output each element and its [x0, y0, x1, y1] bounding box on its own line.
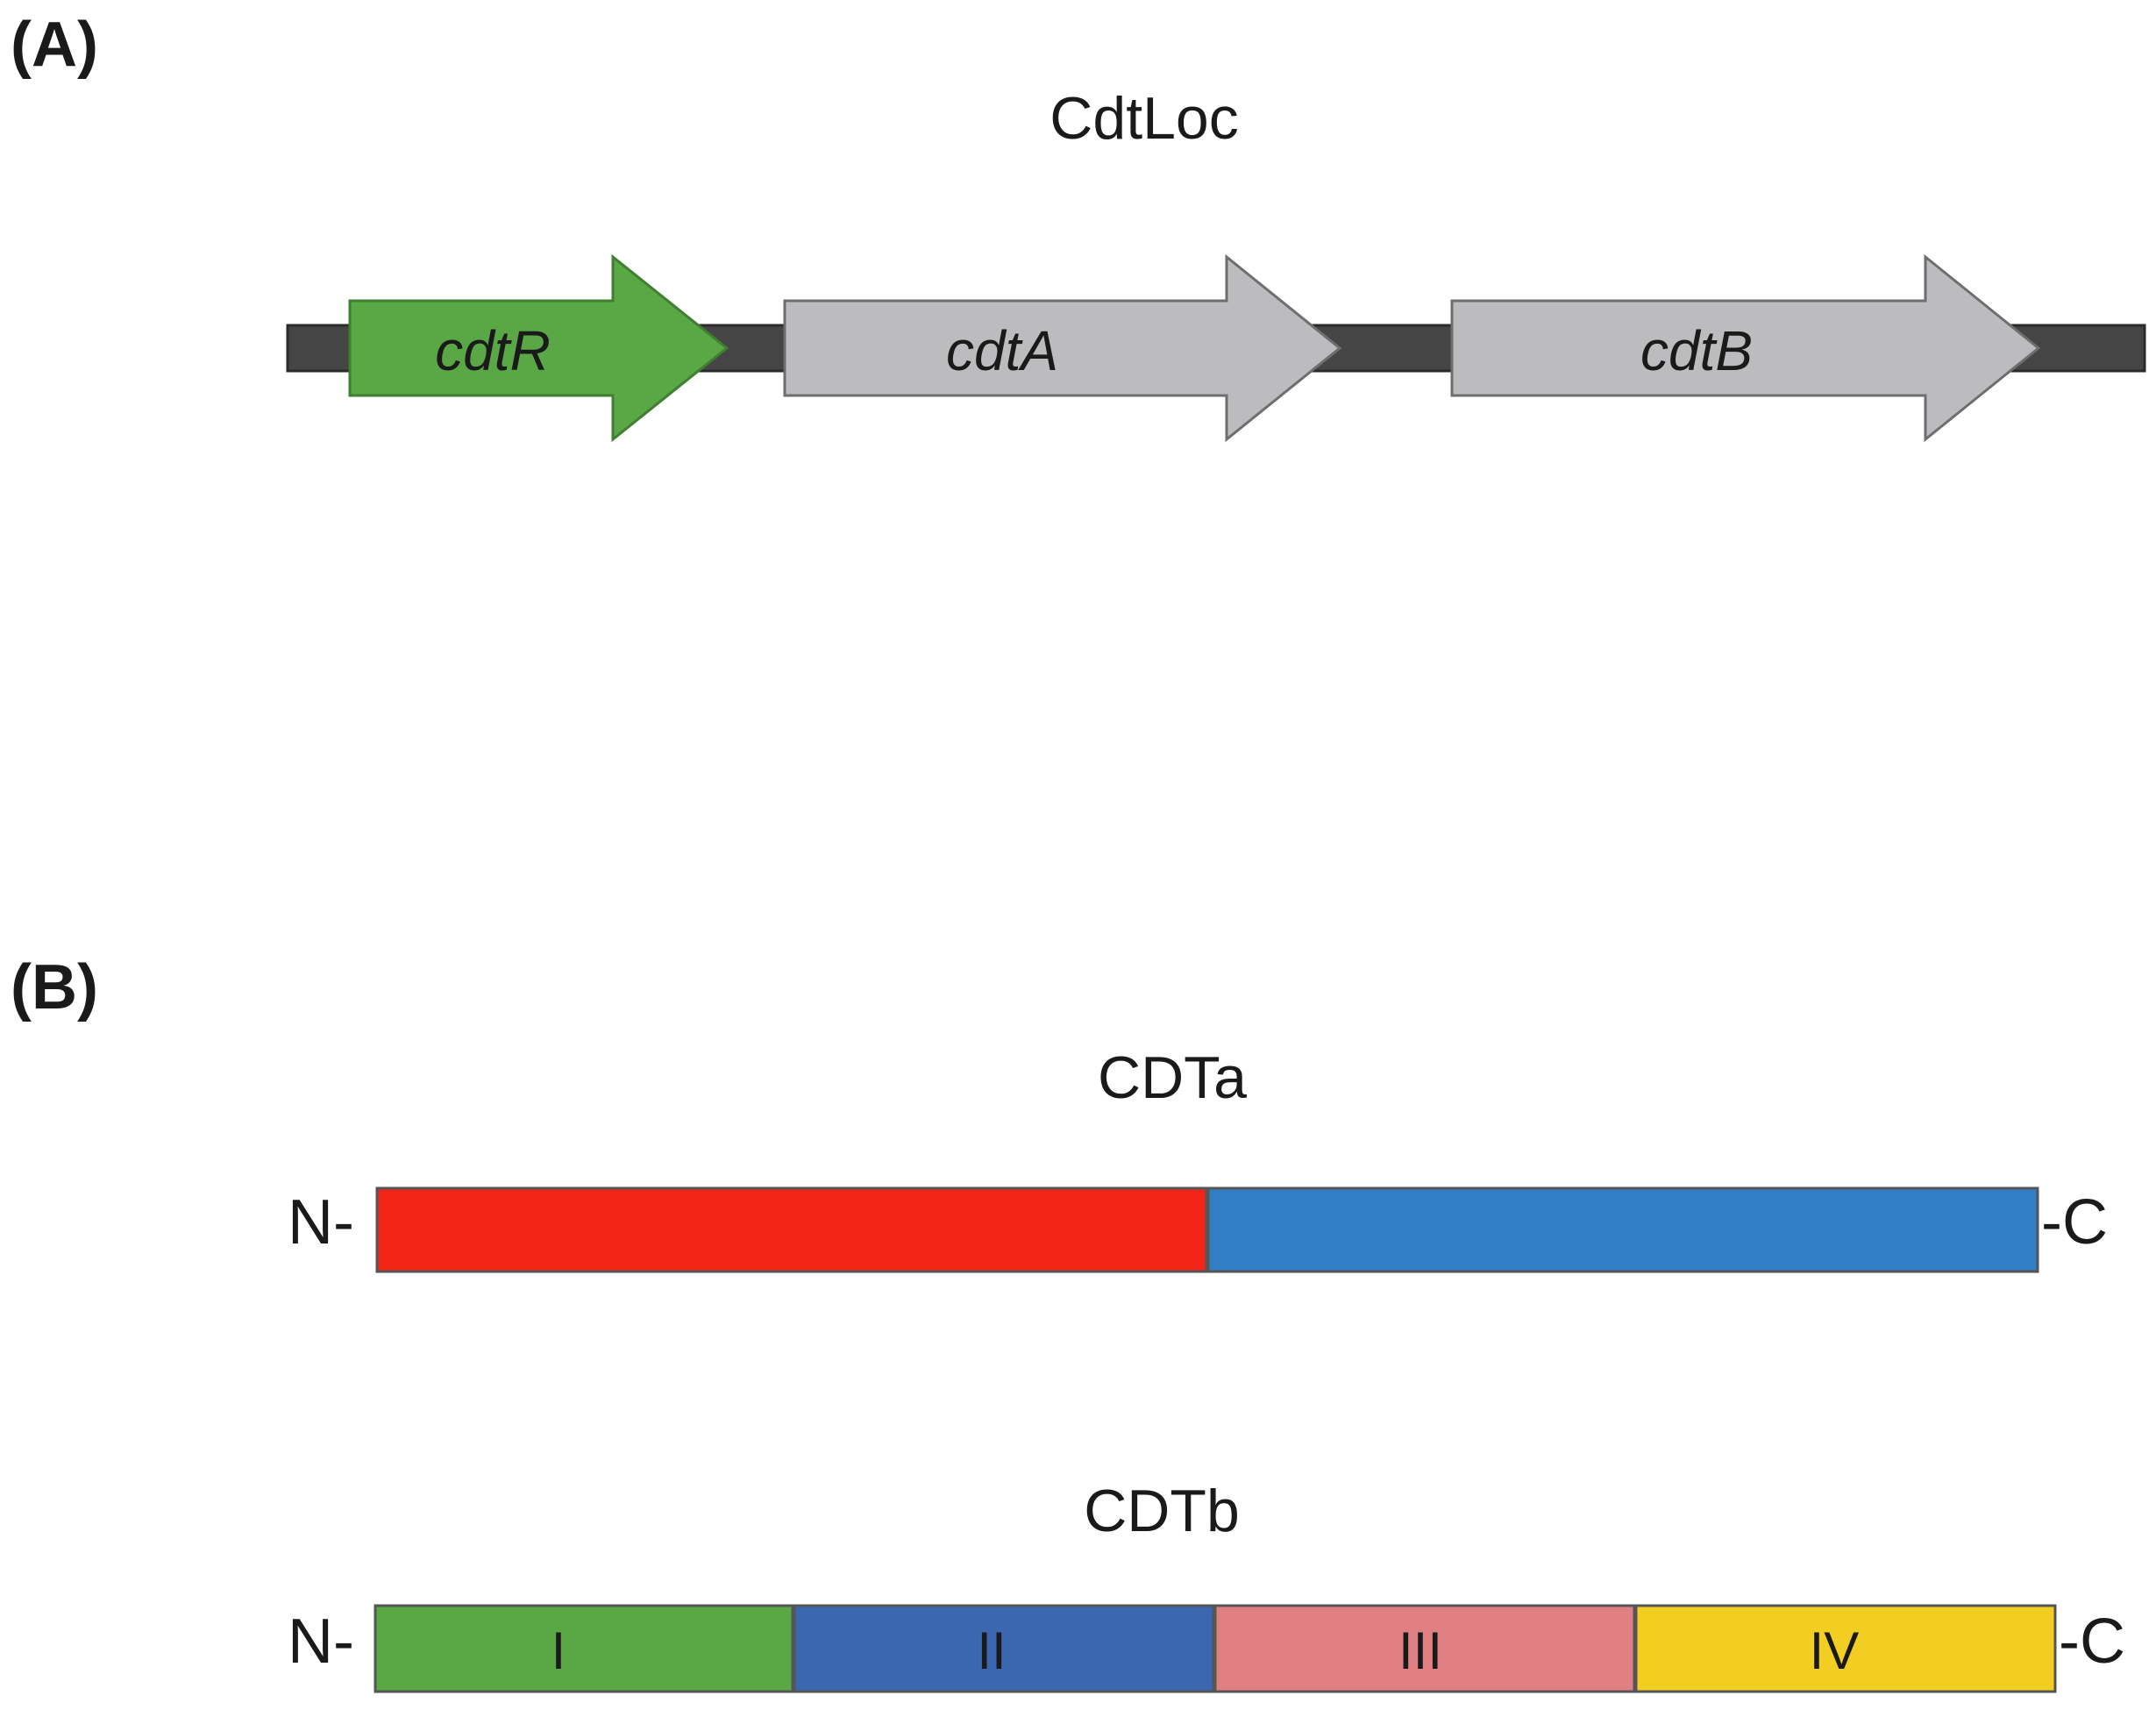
cdtb-title: CDTb [1084, 1478, 1240, 1544]
cdtb-domain-iii [1213, 1604, 1636, 1693]
panel-b-letter: (B) [11, 952, 98, 1022]
cdtb-domain-iv-label: IV [1810, 1621, 1860, 1680]
cdta-protein-bar [375, 1186, 2039, 1273]
cdtb-domain-iv [1634, 1604, 2057, 1693]
cdta-arrow-shape [783, 253, 1342, 443]
cdtb-c-terminus: -C [2059, 1607, 2125, 1677]
cdtr-arrow-shape [348, 253, 729, 443]
cdta-label: cdtA [946, 319, 1058, 382]
cdtb-label: cdtB [1640, 319, 1753, 382]
cdtb-protein-bar: I II III IV [374, 1604, 2057, 1693]
gene-arrow-cdtr: cdtR [348, 253, 729, 443]
cdtb-domain-iii-label: III [1398, 1621, 1442, 1680]
cdtr-label: cdtR [435, 319, 551, 382]
cdtb-domain-i-label: I [551, 1621, 566, 1680]
cdtb-domain-ii-label: II [977, 1621, 1006, 1680]
cdta-title: CDTa [1098, 1044, 1247, 1111]
cdta-domain-1 [375, 1186, 1208, 1273]
gene-arrow-cdta: cdtA [783, 253, 1342, 443]
cdta-domain-2 [1206, 1186, 2039, 1273]
cdtloc-title: CdtLoc [1050, 85, 1238, 152]
cdta-n-terminus: N- [288, 1187, 354, 1258]
cdtb-n-terminus: N- [288, 1607, 354, 1677]
panel-a-letter: (A) [11, 10, 98, 80]
gene-arrow-cdtb: cdtB [1450, 253, 2041, 443]
cdta-c-terminus: -C [2041, 1187, 2108, 1258]
cdtb-domain-ii [793, 1604, 1215, 1693]
cdtb-arrow-shape [1450, 253, 2041, 443]
cdtb-domain-i [374, 1604, 794, 1693]
